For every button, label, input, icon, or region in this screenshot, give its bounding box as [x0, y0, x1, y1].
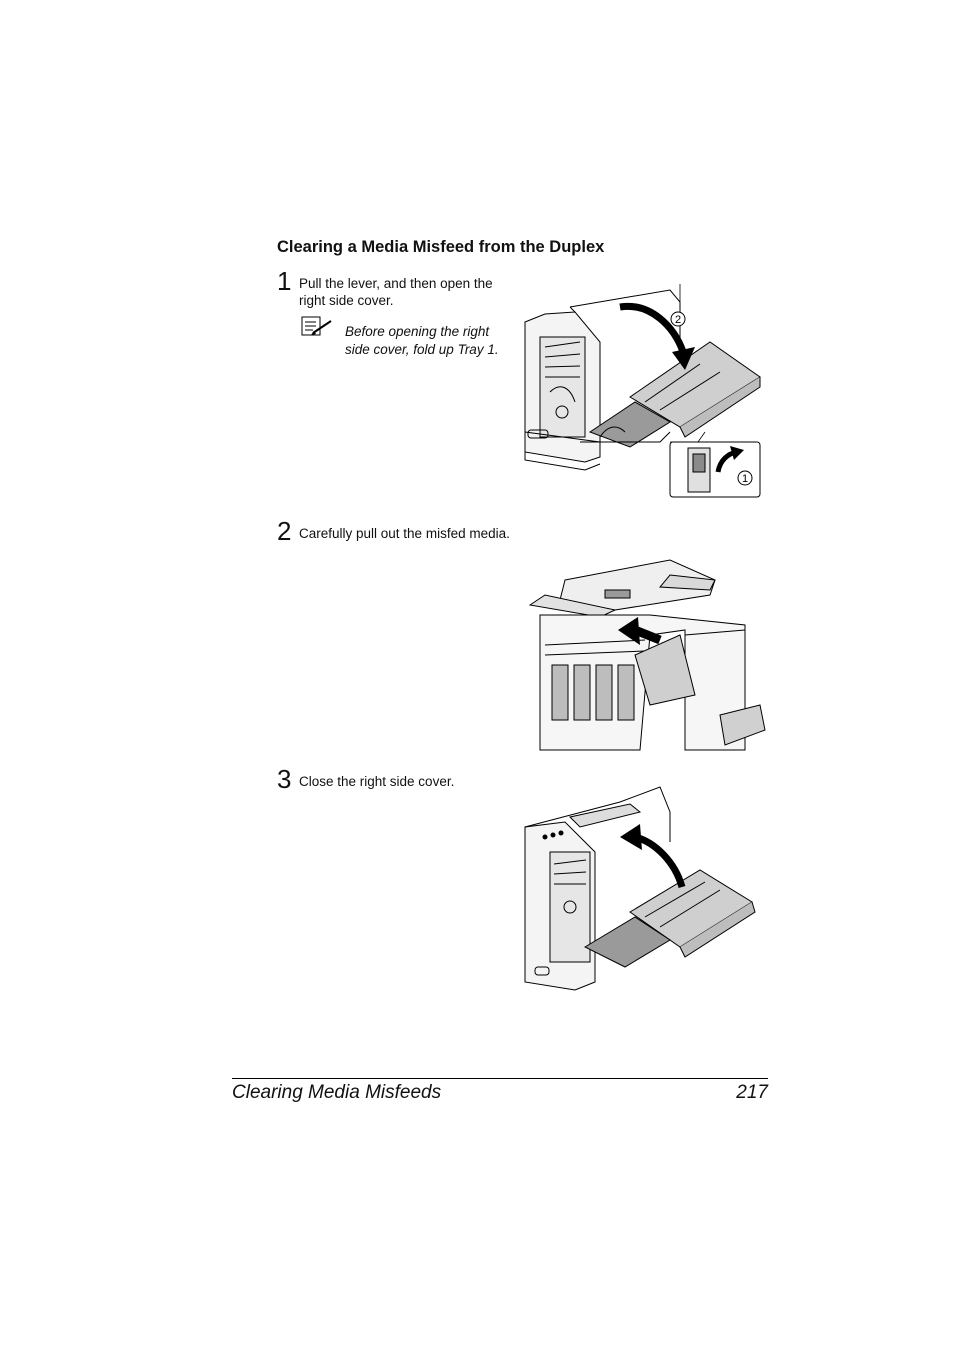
- step-1-text: Pull the lever, and then open the right …: [299, 276, 493, 308]
- step-3-text: Close the right side cover.: [299, 774, 455, 789]
- step-2-number: 2: [277, 516, 292, 546]
- printer-misfed-media-illustration: [528, 559, 766, 751]
- callout-1: 1: [742, 473, 748, 485]
- footer-chapter-title: Clearing Media Misfeeds: [232, 1082, 442, 1103]
- note-pencil-icon: [301, 316, 332, 336]
- printer-close-cover-illustration: [524, 786, 756, 991]
- step-1-note: Before opening the right side cover, fol…: [345, 324, 499, 357]
- step-1-number: 1: [277, 266, 292, 296]
- callout-2: 2: [675, 314, 681, 326]
- step-2-text: Carefully pull out the misfed media.: [299, 526, 510, 541]
- step-3-number: 3: [277, 764, 292, 794]
- printer-open-cover-illustration: 2 1: [524, 284, 761, 498]
- footer-page-number: 217: [736, 1082, 768, 1103]
- footer-rule: [232, 1078, 768, 1079]
- section-title: Clearing a Media Misfeed from the Duplex: [277, 238, 605, 256]
